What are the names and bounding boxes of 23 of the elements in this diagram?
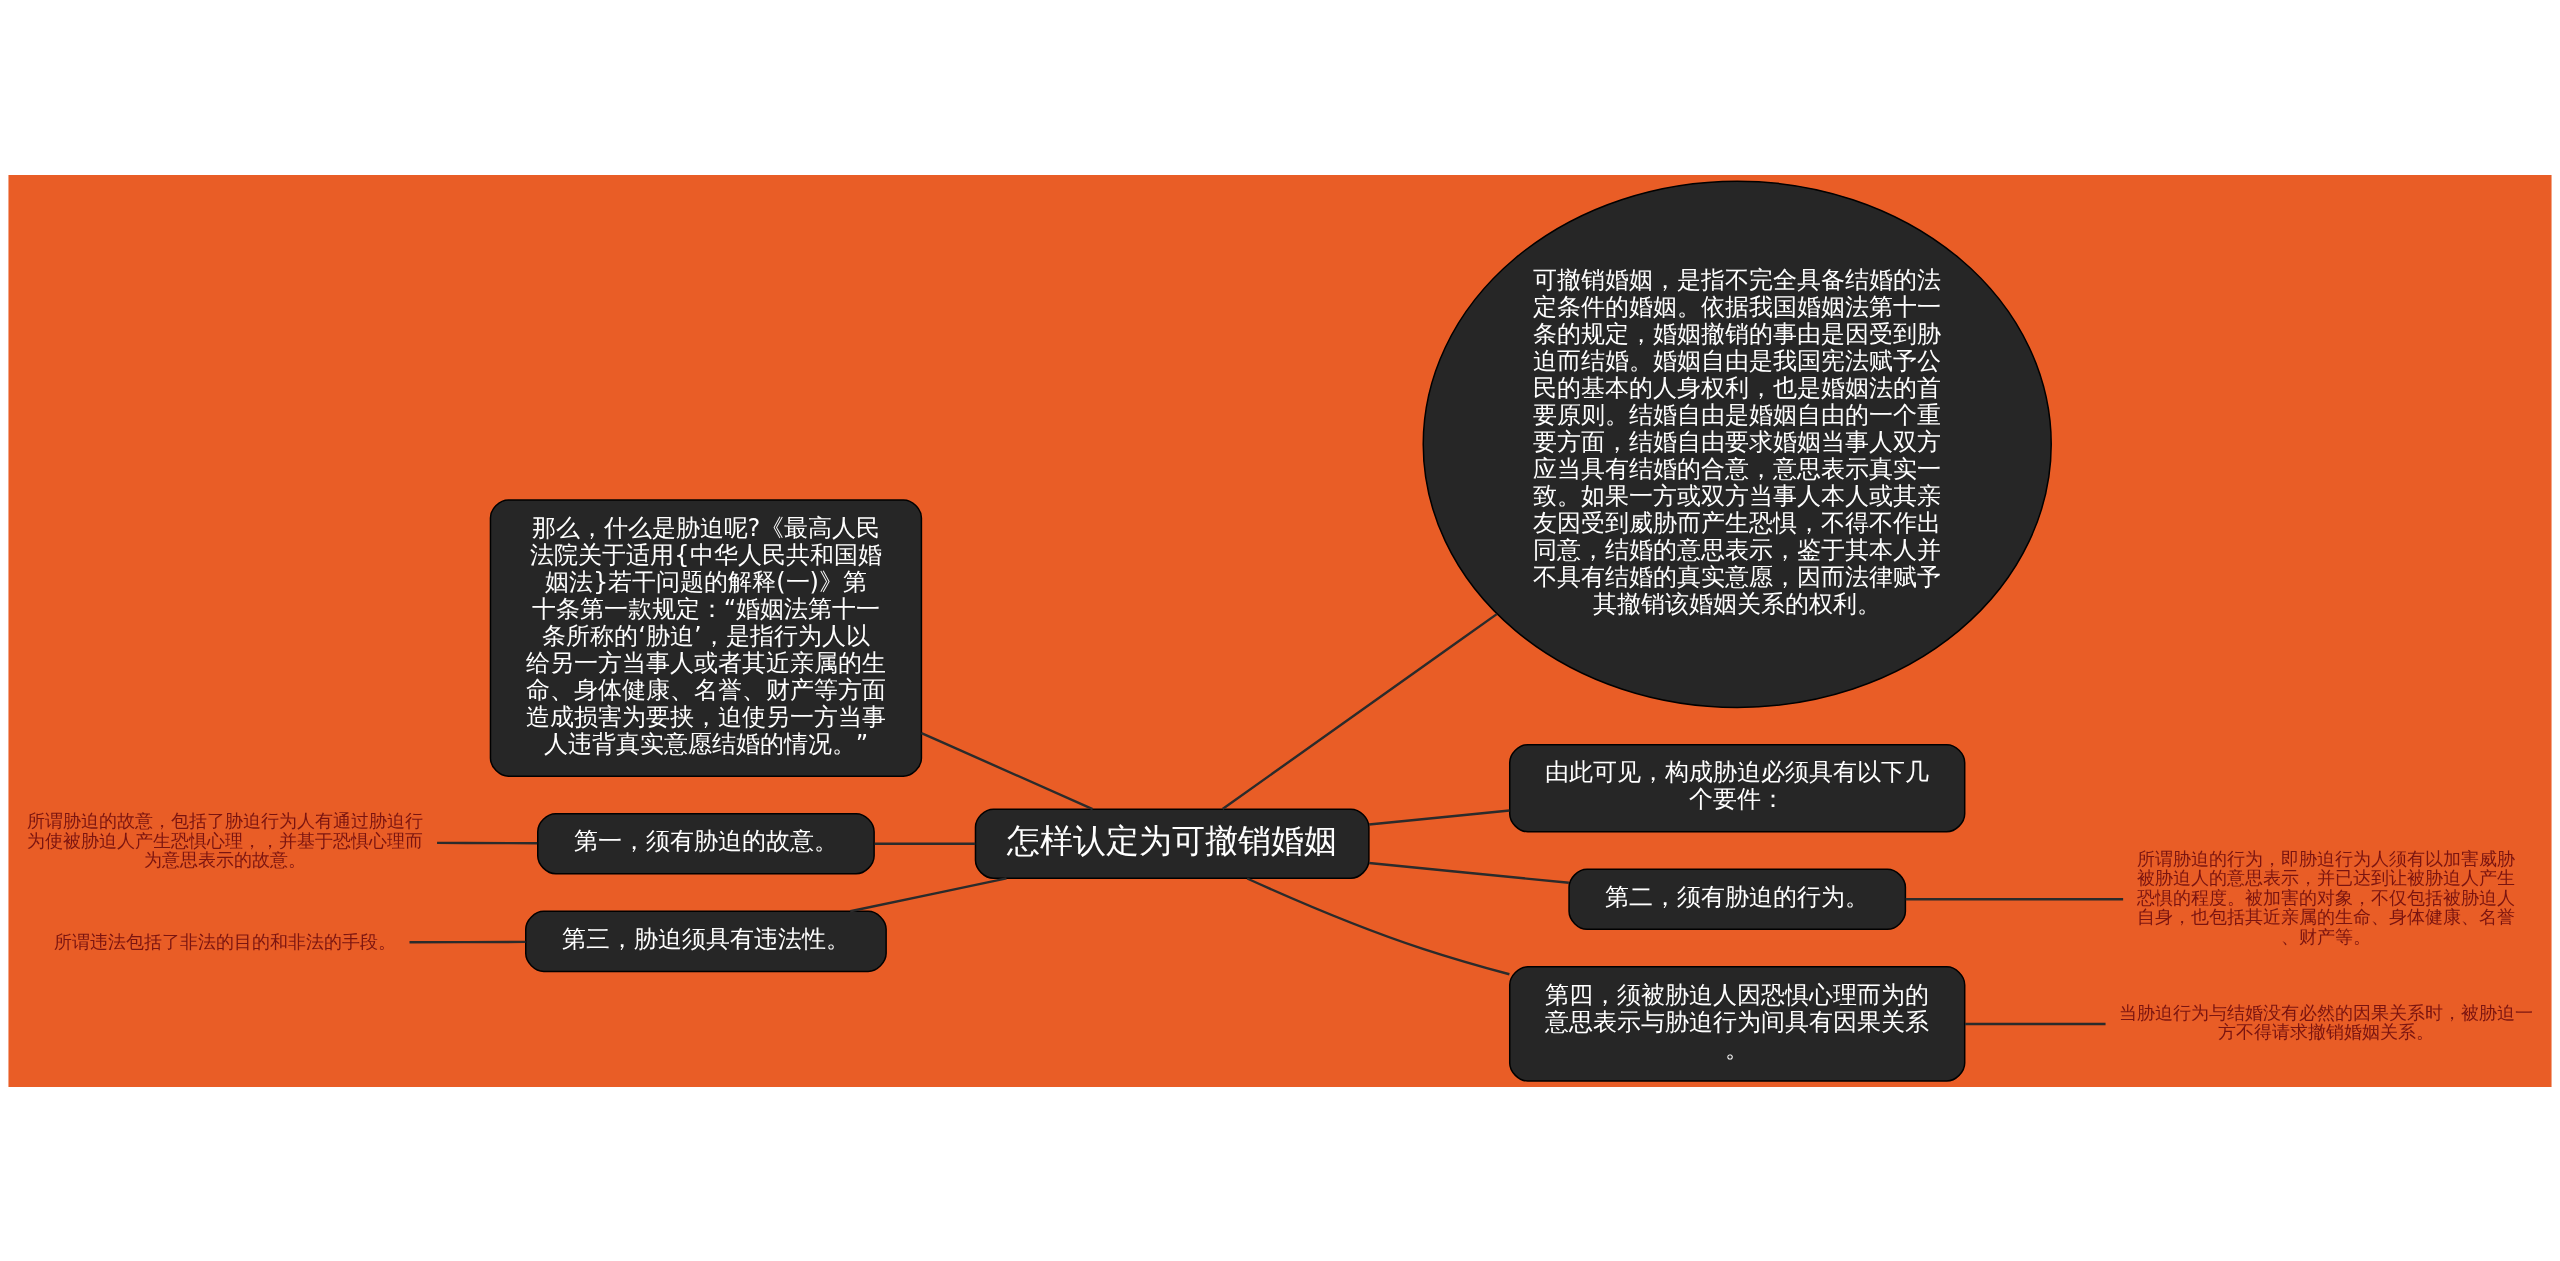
- node-text: 当胁迫行为与结婚没有必然的因果关系时，被胁迫一方不得请求撤销婚姻关系。: [2118, 1001, 2533, 1042]
- node-text: 所谓违法包括了非法的目的和非法的手段。: [54, 930, 397, 951]
- node-box: 由此可见，构成胁迫必须具有以下几个要件：: [1509, 743, 1966, 832]
- connector: [1221, 612, 1498, 810]
- node-box: 第一，须有胁迫的故意。: [537, 812, 875, 875]
- node-box: 那么，什么是胁迫呢?《最高人民法院关于适用{中华人民共和国婚姻法}若干问题的解释(一)》第十条第一款规定：“婚姻法第十一条所称的‘胁迫’，是指行为人以给另一方当事人或者其近亲属的生命、身体健康、名誉、财产等方面造成损害为要挟，迫使另一方当事人违背真实意愿结婚的情况。”: [489, 498, 923, 777]
- connector: [437, 841, 538, 844]
- connector: [920, 731, 1094, 810]
- connector: [1905, 897, 2124, 900]
- node-ellipse: 可撤销婚姻，是指不完全具备结婚的法定条件的婚姻。依据我国婚姻法第十一条的规定，婚姻撤销的事由是因受到胁迫而结婚。婚姻自由是我国宪法赋予公民的基本的人身权利，也是婚姻法的首要原则。结婚自由是婚姻自由的一个重要方面，结婚自由要求婚姻当事人双方应当具有结婚的合意，意思表示真实一致。如果一方或双方当事人本人或其亲友因受到威胁而产生恐惧，不得不作出同意，结婚的意思表示，鉴于其本人并不具有结婚的真实意愿，因而法律赋予其撤销该婚姻关系的权利。: [1422, 179, 2052, 708]
- connector: [849, 876, 1007, 912]
- connector: [1368, 861, 1569, 884]
- node-box: 第二，须有胁迫的行为。: [1568, 868, 1907, 930]
- connector: [1965, 1022, 2106, 1025]
- connector: [1246, 876, 1510, 975]
- node-box: 第四，须被胁迫人因恐惧心理而为的意思表示与胁迫行为间具有因果关系。: [1509, 965, 1966, 1082]
- connector: [874, 842, 976, 845]
- node-text: 所谓胁迫的故意，包括了胁迫行为人有通过胁迫行为使被胁迫人产生恐惧心理，，并基于恐惧心理而为意思表示的故意。: [27, 809, 424, 870]
- node-box: 怎样认定为可撤销婚姻: [974, 807, 1370, 879]
- connector: [1368, 808, 1510, 826]
- connector: [409, 940, 526, 943]
- node-box: 第三，胁迫须具有违法性。: [525, 910, 887, 972]
- node-text: 所谓胁迫的行为，即胁迫行为人须有以加害威胁被胁迫人的意思表示，并已达到让被胁迫人产生恐惧的程度。被加害的对象，不仅包括被胁迫人自身，也包括其近亲属的生命、身体健康、名誉、财产等。: [2136, 847, 2515, 947]
